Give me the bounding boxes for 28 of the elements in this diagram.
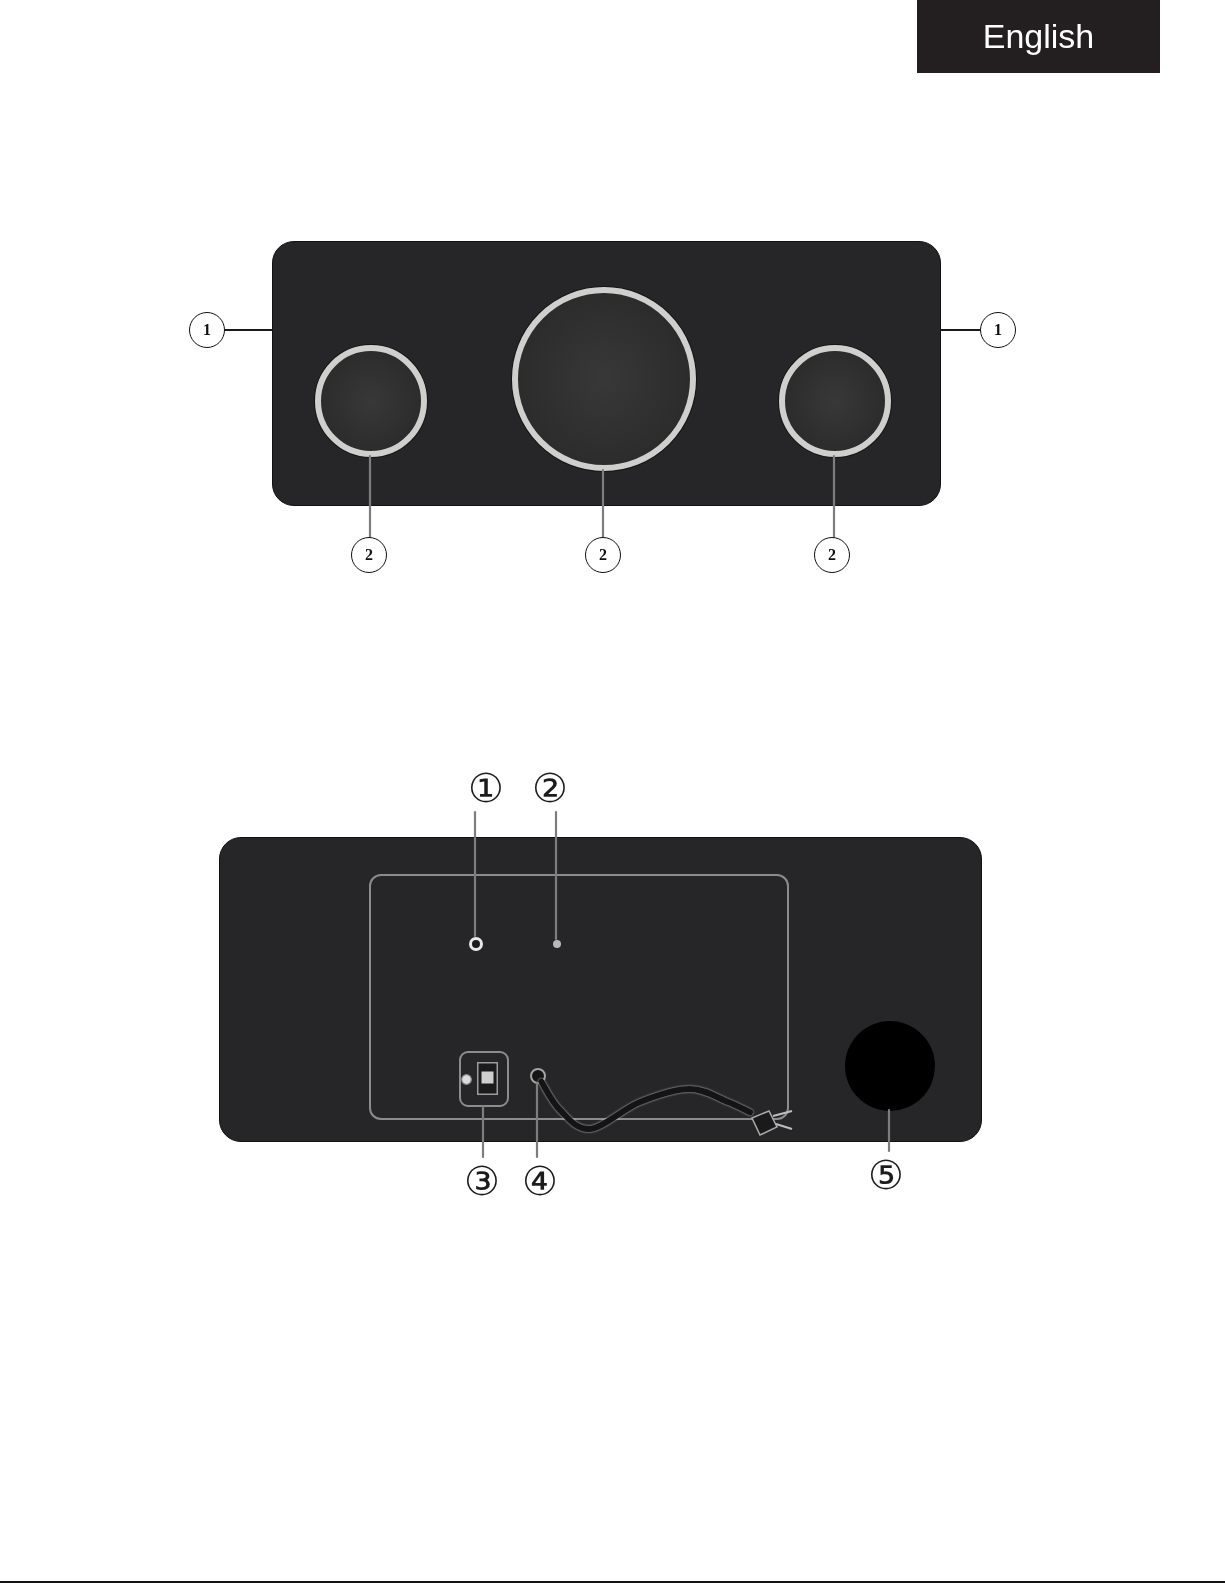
audio-jack bbox=[469, 937, 483, 951]
leader-line bbox=[554, 810, 558, 941]
leader-line bbox=[832, 454, 836, 539]
callout-number: 2 bbox=[814, 537, 850, 573]
leader-line bbox=[223, 328, 274, 332]
leader-line bbox=[939, 328, 982, 332]
callout-number: ⑤ bbox=[862, 1151, 910, 1199]
callout-number: 1 bbox=[189, 312, 225, 348]
leader-line bbox=[887, 1108, 891, 1153]
callout-number: ① bbox=[462, 764, 510, 812]
callout-number: ④ bbox=[516, 1157, 564, 1205]
callout-number: 2 bbox=[585, 537, 621, 573]
input-jack bbox=[553, 940, 561, 948]
speaker-front-view bbox=[272, 241, 941, 506]
leader-line bbox=[601, 468, 605, 539]
callout-number: ② bbox=[526, 764, 574, 812]
leader-line bbox=[368, 454, 372, 539]
callout-number: 1 bbox=[980, 312, 1016, 348]
leader-line bbox=[481, 1104, 485, 1159]
power-cord bbox=[538, 1078, 753, 1133]
power-switch bbox=[459, 1051, 509, 1107]
leader-line bbox=[535, 1081, 539, 1159]
language-tab: English bbox=[917, 0, 1160, 73]
leader-line bbox=[473, 810, 477, 938]
speaker-rear-view bbox=[219, 837, 982, 1142]
callout-number: ③ bbox=[458, 1157, 506, 1205]
plug-icon bbox=[751, 1109, 793, 1137]
callout-number: 2 bbox=[351, 537, 387, 573]
